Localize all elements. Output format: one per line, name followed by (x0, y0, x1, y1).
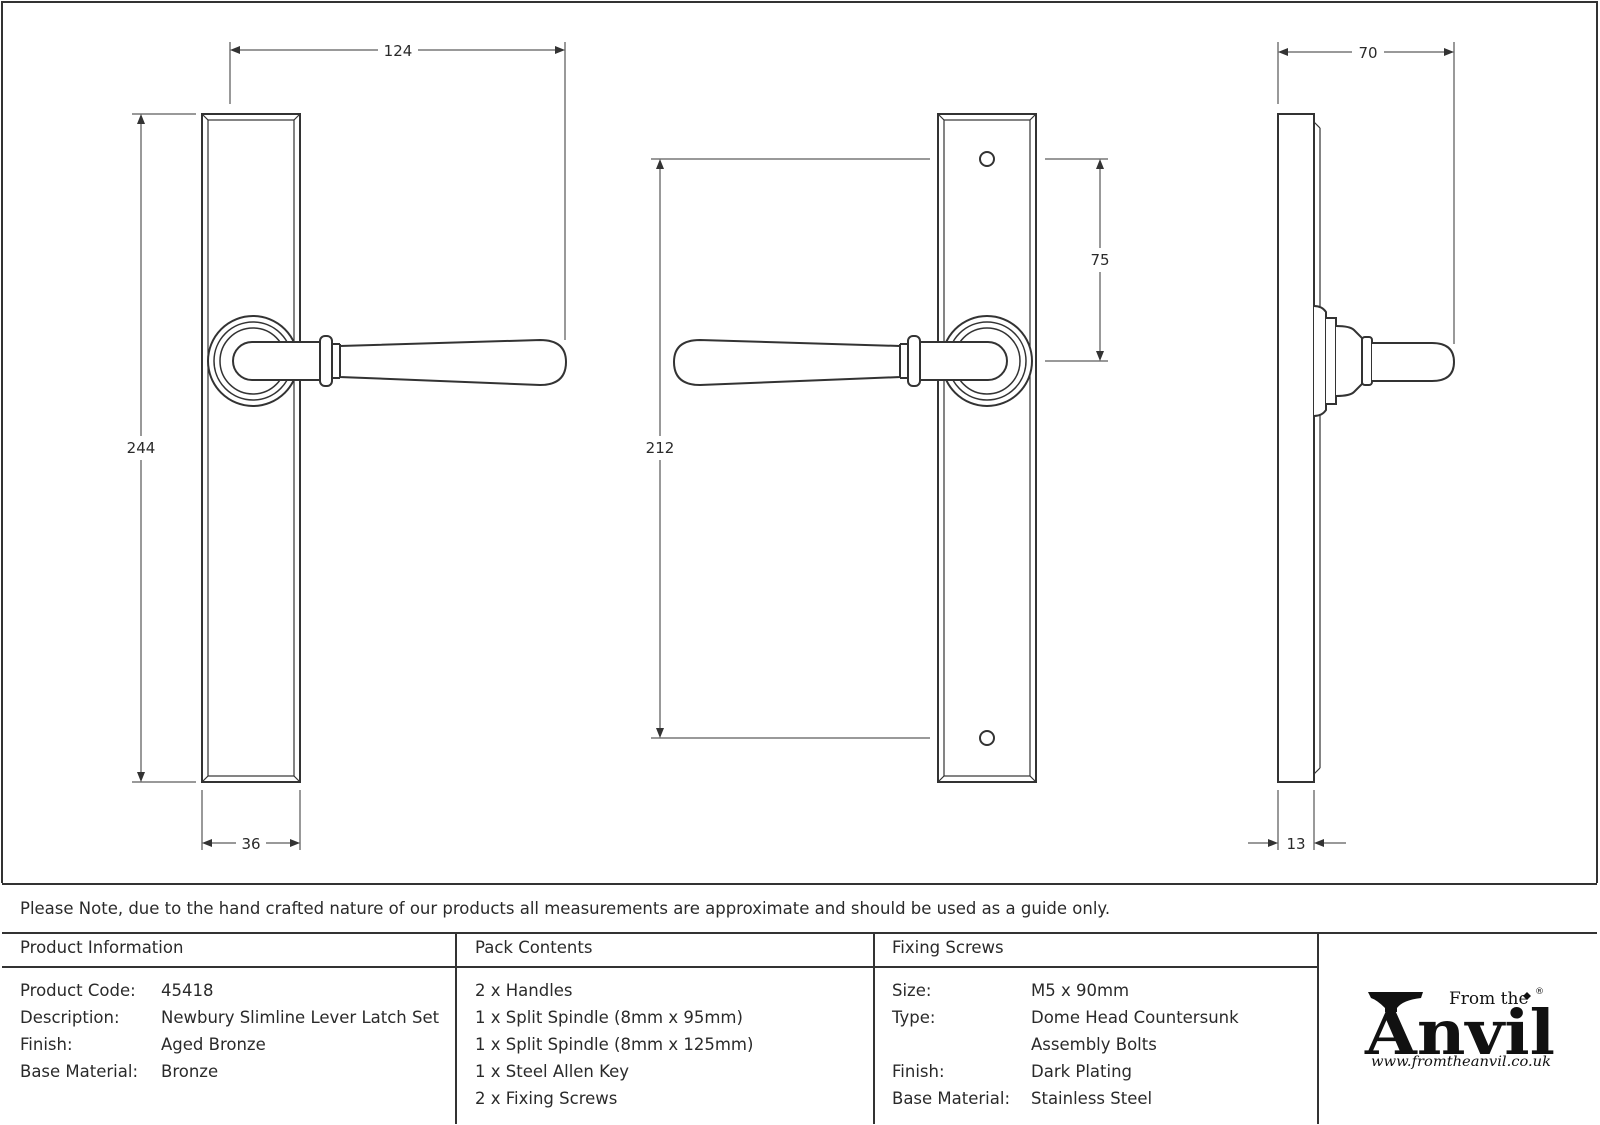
logo-from-the: From the (1449, 989, 1529, 1009)
technical-drawing: 124 244 36 212 75 70 13 (1, 1, 1598, 883)
divider (1317, 932, 1319, 1124)
side-backplate (1277, 113, 1315, 783)
row-label: Description: (20, 1008, 120, 1027)
anvil-icon (1368, 992, 1423, 1012)
back-view (672, 113, 1037, 783)
front-lever-collar (319, 335, 333, 387)
dim-front-height: 244 (127, 439, 156, 457)
side-rose (1313, 305, 1327, 417)
divider (2, 932, 1597, 934)
row-value: Bronze (161, 1062, 219, 1081)
pack-contents-title: Pack Contents (475, 938, 593, 957)
logo-anvil: Anvil (1364, 996, 1555, 1069)
dim-side-plate-thickness: 13 (1286, 835, 1305, 853)
back-lever-neck (910, 341, 1008, 381)
fixing-screws-title: Fixing Screws (892, 938, 1004, 957)
diamond-icon (1523, 992, 1531, 1000)
product-info-title: Product Information (20, 938, 184, 957)
back-lever-collar (907, 335, 921, 387)
pack-item: 1 x Split Spindle (8mm x 125mm) (475, 1035, 754, 1054)
divider (873, 932, 875, 1124)
registered-mark: ® (1535, 987, 1544, 997)
row-value: Stainless Steel (1031, 1089, 1153, 1108)
row-value: Assembly Bolts (1031, 1035, 1157, 1054)
info-panel: Please Note, due to the hand crafted nat… (2, 883, 1597, 1124)
front-lever-blade (339, 338, 568, 387)
row-label: Product Code: (20, 981, 136, 1000)
row-label: Type: (892, 1008, 936, 1027)
dim-front-width-total: 124 (384, 42, 413, 60)
dim-back-lever-offset: 75 (1090, 251, 1109, 269)
front-backplate (201, 113, 301, 783)
side-view (1277, 113, 1456, 783)
row-value: Newbury Slimline Lever Latch Set (161, 1008, 440, 1027)
side-neck (1335, 325, 1363, 397)
row-value: Dark Plating (1031, 1062, 1133, 1081)
row-value: Dome Head Countersunk (1031, 1008, 1239, 1027)
front-lever-neck (232, 341, 330, 381)
row-label: Base Material: (20, 1062, 139, 1081)
dim-side-projection: 70 (1358, 44, 1377, 62)
pack-item: 1 x Steel Allen Key (475, 1062, 630, 1081)
back-fixing-hole-top (979, 151, 995, 167)
divider (2, 966, 1318, 968)
pack-item: 1 x Split Spindle (8mm x 95mm) (475, 1008, 743, 1027)
back-lever-blade (672, 338, 901, 387)
row-label: Finish: (892, 1062, 945, 1081)
from-the-anvil-logo: From the ® Anvil www.fromtheanvil.co.uk (1364, 987, 1555, 1070)
back-backplate (937, 113, 1037, 783)
row-label: Finish: (20, 1035, 73, 1054)
pack-item: 2 x Handles (475, 981, 573, 1000)
front-backplate-bevel (207, 119, 295, 777)
dim-back-fixing-centres: 212 (646, 439, 675, 457)
measurement-note: Please Note, due to the hand crafted nat… (20, 899, 1111, 918)
divider (455, 932, 457, 1124)
row-value: M5 x 90mm (1031, 981, 1130, 1000)
dim-front-plate-width: 36 (241, 835, 260, 853)
row-value: 45418 (161, 981, 214, 1000)
row-label: Base Material: (892, 1089, 1011, 1108)
pack-item: 2 x Fixing Screws (475, 1089, 618, 1108)
row-value: Aged Bronze (161, 1035, 266, 1054)
sheet-border (1, 1, 1598, 883)
front-view (201, 113, 568, 783)
side-collar (1361, 336, 1373, 386)
side-lever (1372, 342, 1456, 382)
row-label: Size: (892, 981, 932, 1000)
back-fixing-hole-bottom (979, 730, 995, 746)
logo-url: www.fromtheanvil.co.uk (1371, 1054, 1551, 1070)
